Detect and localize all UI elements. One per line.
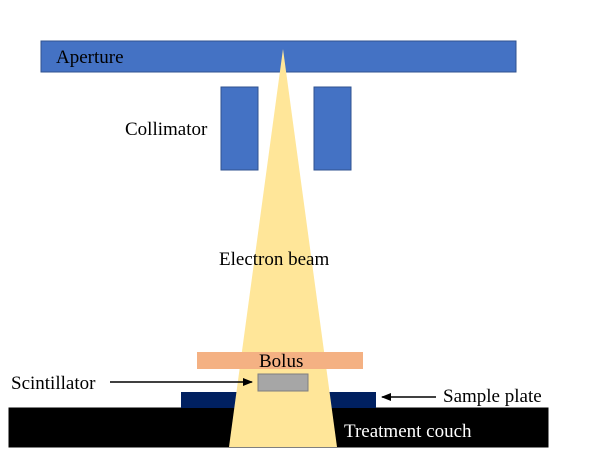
collimator-left-jaw	[220, 86, 259, 171]
collimator-label: Collimator	[125, 119, 208, 140]
electron-beam	[229, 49, 337, 447]
scintillator-label: Scintillator	[11, 373, 96, 394]
aperture	[40, 40, 517, 73]
aperture-label: Aperture	[56, 47, 124, 68]
treatment-couch-label: Treatment couch	[344, 421, 472, 442]
sample-plate-label: Sample plate	[443, 386, 542, 407]
bolus	[197, 352, 363, 369]
bolus-label: Bolus	[259, 351, 303, 372]
scintillator	[257, 373, 309, 392]
electron-beam-label: Electron beam	[219, 249, 329, 270]
collimator-right-jaw	[313, 86, 352, 171]
